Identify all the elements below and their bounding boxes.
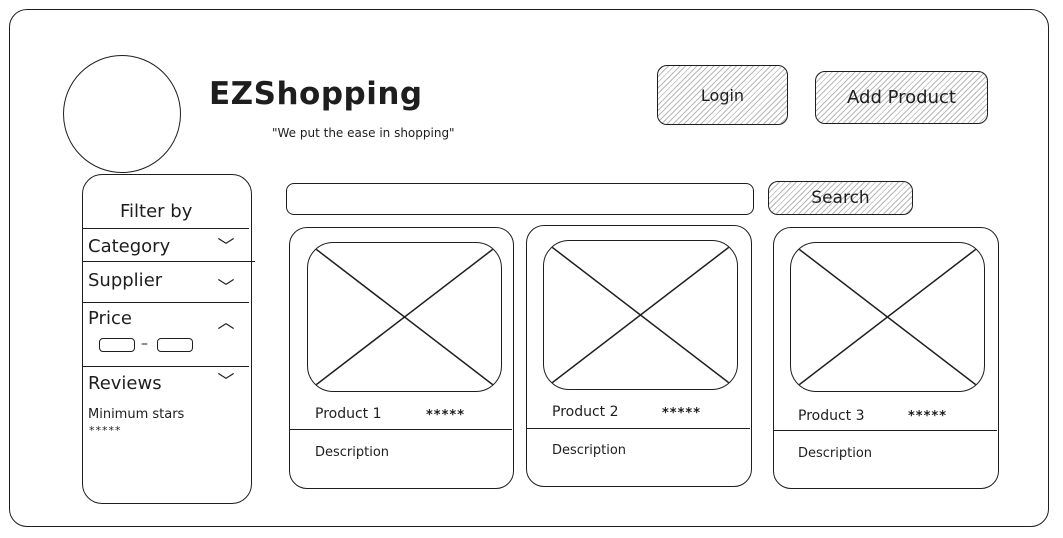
price-min-input[interactable] [99,338,135,352]
filter-divider [83,366,249,367]
product-name[interactable]: Product 3 [798,408,865,424]
product-description: Description [315,445,390,460]
product-description: Description [552,443,627,458]
site-title: EZShopping [209,76,423,112]
search-input[interactable] [286,183,754,215]
filter-supplier-label[interactable]: Supplier [88,270,163,291]
card-divider [290,429,512,430]
minimum-stars-label: Minimum stars [88,407,185,422]
filter-category-label[interactable]: Category [88,236,171,257]
product-card[interactable] [289,227,514,489]
filter-sidebar [82,174,252,504]
site-tagline: "We put the ease in shopping" [272,126,455,140]
price-range-separator: – [141,336,148,352]
product-image-placeholder [307,242,502,392]
logo-placeholder [63,55,181,173]
card-divider [527,428,750,429]
card-divider [774,430,997,431]
product-rating: ***** [426,408,465,423]
page-frame [9,9,1049,527]
product-rating: ***** [662,406,701,421]
price-max-input[interactable] [157,338,193,352]
product-rating: ***** [908,409,947,424]
product-name[interactable]: Product 1 [315,406,382,422]
product-image-placeholder [543,240,738,390]
filter-price-label[interactable]: Price [88,308,132,329]
chevron-up-icon[interactable]: ︿ [217,313,235,333]
login-button[interactable]: Login [657,65,788,125]
filter-title: Filter by [120,201,193,222]
search-button[interactable]: Search [768,181,913,215]
filter-reviews-label[interactable]: Reviews [88,373,162,394]
product-description: Description [798,446,873,461]
product-card[interactable] [526,225,752,487]
minimum-stars-selector[interactable]: ***** [89,424,122,437]
product-card[interactable] [773,227,999,489]
chevron-down-icon[interactable]: ﹀ [217,372,235,392]
filter-divider [83,302,249,303]
product-name[interactable]: Product 2 [552,404,619,420]
filter-divider [83,261,255,262]
chevron-down-icon[interactable]: ﹀ [217,278,235,298]
add-product-button[interactable]: Add Product [815,71,988,124]
filter-divider [83,228,249,229]
product-image-placeholder [790,242,985,392]
chevron-down-icon[interactable]: ﹀ [217,237,235,257]
